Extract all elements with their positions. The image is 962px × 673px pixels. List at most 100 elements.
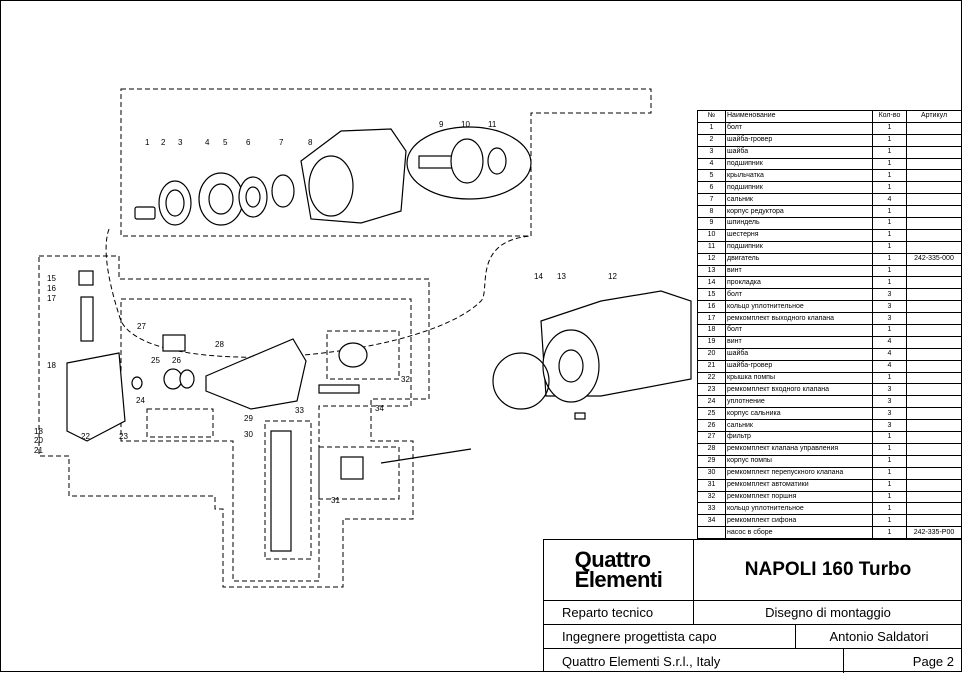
header-quantity: Кол-во xyxy=(872,110,907,123)
cell-name: корпус сальника xyxy=(725,407,873,421)
automatic-kit-rod xyxy=(380,448,472,464)
spindle-detail-ellipse xyxy=(406,126,532,200)
inlet-valve-outline xyxy=(146,408,214,438)
cell-quantity: 1 xyxy=(872,169,907,183)
pump-body-29 xyxy=(205,338,307,410)
callout-30: 30 xyxy=(244,430,253,439)
cell-article xyxy=(906,514,962,528)
page-number: Page 2 xyxy=(912,653,954,669)
cell-number: 28 xyxy=(697,442,726,456)
cell-quantity: 3 xyxy=(872,312,907,326)
cell-number: 10 xyxy=(697,228,726,242)
cell-quantity: 1 xyxy=(872,276,907,290)
group-outlines xyxy=(38,88,652,588)
inner-pump-outline xyxy=(120,298,412,582)
cell-article xyxy=(906,133,962,147)
cell-name: корпус редуктора xyxy=(725,205,873,219)
callout-13: 13 xyxy=(557,272,566,281)
callout-12: 12 xyxy=(608,272,617,281)
cell-article xyxy=(906,276,962,290)
product-name: NAPOLI 160 Turbo xyxy=(744,559,912,580)
cell-number: 15 xyxy=(697,288,726,302)
callout-29: 29 xyxy=(244,414,253,423)
callout-4: 4 xyxy=(205,138,210,147)
pump-cover-22 xyxy=(66,352,126,442)
cell-number: 31 xyxy=(697,478,726,492)
bypass-kit-outline xyxy=(264,420,312,560)
cell-number: 32 xyxy=(697,490,726,504)
cell-number: 2 xyxy=(697,133,726,147)
bolt-15 xyxy=(78,270,94,286)
cell-name: подшипник xyxy=(725,157,873,171)
engineer-role: Ingegnere progettista capo xyxy=(544,625,796,648)
outlet-valve-kit-17 xyxy=(80,296,94,342)
cell-number: 11 xyxy=(697,240,726,254)
cell-name: шайба xyxy=(725,145,873,159)
cell-quantity: 4 xyxy=(872,193,907,207)
cell-quantity: 1 xyxy=(872,502,907,516)
cell-quantity: 1 xyxy=(872,205,907,219)
impeller-5-hub xyxy=(208,183,234,215)
cell-name: крыльчатка xyxy=(725,169,873,183)
cell-number: 19 xyxy=(697,335,726,349)
cell-article xyxy=(906,312,962,326)
cell-name: корпус помпы xyxy=(725,454,873,468)
cell-number: 34 xyxy=(697,514,726,528)
cell-name: крышка помпы xyxy=(725,371,873,385)
cell-article xyxy=(906,288,962,302)
seal-24 xyxy=(131,376,143,390)
title-row-engineer: Ingegnere progettista capo Antonio Salda… xyxy=(544,625,962,649)
cell-quantity: 3 xyxy=(872,288,907,302)
cell-quantity: 3 xyxy=(872,395,907,409)
cell-name: ремкомплект входного клапана xyxy=(725,383,873,397)
cell-number: 18 xyxy=(697,324,726,337)
cell-name: прокладка xyxy=(725,276,873,290)
cell-article xyxy=(906,205,962,219)
cell-article xyxy=(906,478,962,492)
cell-quantity: 1 xyxy=(872,490,907,504)
piston-kit-outline xyxy=(326,330,400,380)
cell-quantity: 1 xyxy=(872,217,907,230)
cell-number: 13 xyxy=(697,264,726,278)
cell-number: 14 xyxy=(697,276,726,290)
callout-9: 9 xyxy=(439,120,444,129)
oil-seal-7 xyxy=(271,174,295,208)
cell-number: 21 xyxy=(697,359,726,373)
cell-name: болт xyxy=(725,121,873,135)
callout-24: 24 xyxy=(136,396,145,405)
cell-number: 12 xyxy=(697,252,726,266)
callout-11: 11 xyxy=(488,120,497,129)
oil-seal-26 xyxy=(179,369,195,389)
cell-article xyxy=(906,121,962,135)
table-header-row: № Наименование Кол-во Артикул xyxy=(697,110,962,123)
cell-quantity: 1 xyxy=(872,526,907,540)
bypass-valve-kit-30 xyxy=(270,430,292,552)
cell-article xyxy=(906,157,962,171)
callout-28: 28 xyxy=(215,340,224,349)
header-name: Наименование xyxy=(725,110,873,123)
cell-number: 23 xyxy=(697,383,726,397)
cell-article xyxy=(906,300,962,314)
cell-name: шпиндель xyxy=(725,217,873,230)
pump-group-outline xyxy=(38,255,430,588)
callout-23: 23 xyxy=(119,432,128,441)
department: Reparto tecnico xyxy=(544,601,694,624)
bolt-1 xyxy=(134,206,156,220)
cell-article xyxy=(906,454,962,468)
cell-quantity: 1 xyxy=(872,514,907,528)
cell-article xyxy=(906,359,962,373)
cell-article xyxy=(906,228,962,242)
cell-name: винт xyxy=(725,335,873,349)
